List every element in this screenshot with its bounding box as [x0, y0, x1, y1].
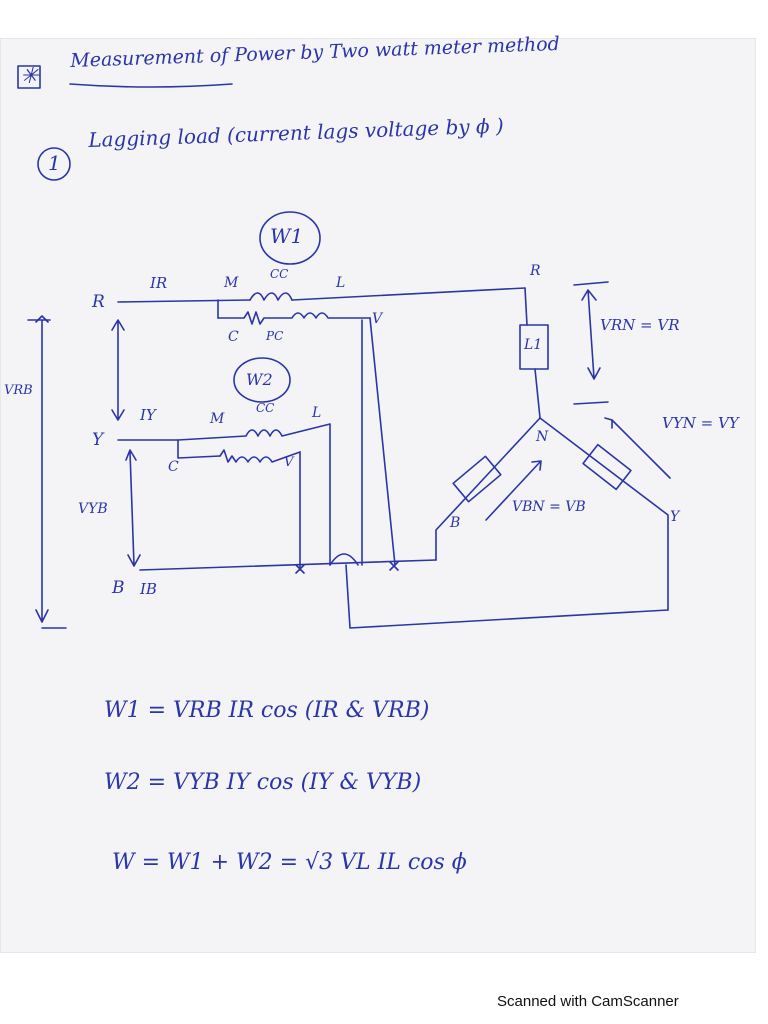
equation-w2: W2 = VYB IY cos (IY & VYB) [104, 770, 422, 795]
section-circle [37, 147, 71, 181]
y-return [345, 564, 669, 629]
scanner-footer: Scanned with CamScanner [497, 993, 679, 1010]
scanned-page [0, 38, 756, 953]
vrb-label: VRB [4, 383, 33, 398]
w1-current-coil [249, 292, 293, 301]
iy-label: IY [140, 406, 156, 424]
w2-circle [233, 357, 291, 403]
l1-to-n [534, 368, 541, 419]
w1-pc-label: PC [266, 329, 284, 343]
y-node-label: Y [670, 509, 680, 525]
r-line-cont [291, 287, 526, 301]
title-underline [69, 83, 233, 88]
r-line-label: R [92, 292, 105, 312]
b-line [139, 559, 437, 571]
title-marker-box [17, 65, 41, 89]
vyb-arrow [125, 449, 141, 567]
l1-label: L1 [524, 337, 543, 353]
w2-l-label: L [312, 405, 322, 421]
vrn-label: VRN = VR [600, 316, 680, 334]
vrb-ticks [27, 319, 67, 629]
r-to-l1 [524, 287, 528, 326]
w2-c-label: C [168, 459, 179, 475]
w2-pc-tap [177, 439, 221, 459]
b-junction-2 [389, 561, 399, 571]
y-line-label: Y [92, 430, 104, 450]
r-line [117, 299, 251, 303]
w2-label: W2 [246, 370, 273, 389]
vyb-label: VYB [78, 501, 108, 517]
l1-box [519, 324, 549, 370]
b-junction-1 [295, 564, 305, 574]
w1-circle [259, 211, 321, 265]
zb-box [452, 455, 502, 503]
w2-m-label: M [210, 411, 225, 427]
w2-current-coil [177, 423, 331, 566]
crossover [329, 553, 359, 566]
vrn-ticks [573, 281, 609, 405]
w2-pressure-coil [219, 449, 301, 463]
w1-pc-to-b [369, 317, 396, 566]
equation-w1: W1 = VRB IR cos (IR & VRB) [104, 698, 430, 723]
r-node-label: R [530, 263, 541, 279]
w1-cc-label: CC [270, 267, 289, 281]
n-to-b [435, 417, 541, 561]
w1-m-label: M [224, 275, 239, 291]
w1-l-label: L [336, 275, 346, 291]
w2-cc-label: CC [256, 401, 275, 415]
zy-box [582, 443, 632, 491]
vyn-arrow [604, 417, 671, 479]
vrb-arrow [35, 315, 49, 623]
b-line-label: B [112, 578, 125, 598]
title-marker: ✳ [20, 64, 39, 89]
w2-v-label: V [284, 455, 294, 470]
vr-gap-arrow [111, 319, 125, 421]
vyn-label: VYN = VY [662, 414, 739, 432]
ib-label: IB [140, 580, 157, 598]
equation-total: W = W1 + W2 = √3 VL IL cos ϕ [112, 850, 467, 875]
w1-v-label: V [372, 311, 383, 327]
w1-label: W1 [270, 224, 304, 248]
vbn-label: VBN = VB [512, 499, 586, 515]
w1-c-label: C [228, 329, 239, 345]
vrn-arrow [581, 289, 601, 380]
b-node-label: B [450, 515, 461, 531]
vbn-arrow [485, 460, 542, 521]
ir-label: IR [150, 274, 168, 292]
section-number: 1 [48, 151, 61, 175]
w1-pressure-coil [217, 311, 371, 325]
n-to-y [539, 417, 669, 611]
n-node-label: N [536, 429, 549, 445]
